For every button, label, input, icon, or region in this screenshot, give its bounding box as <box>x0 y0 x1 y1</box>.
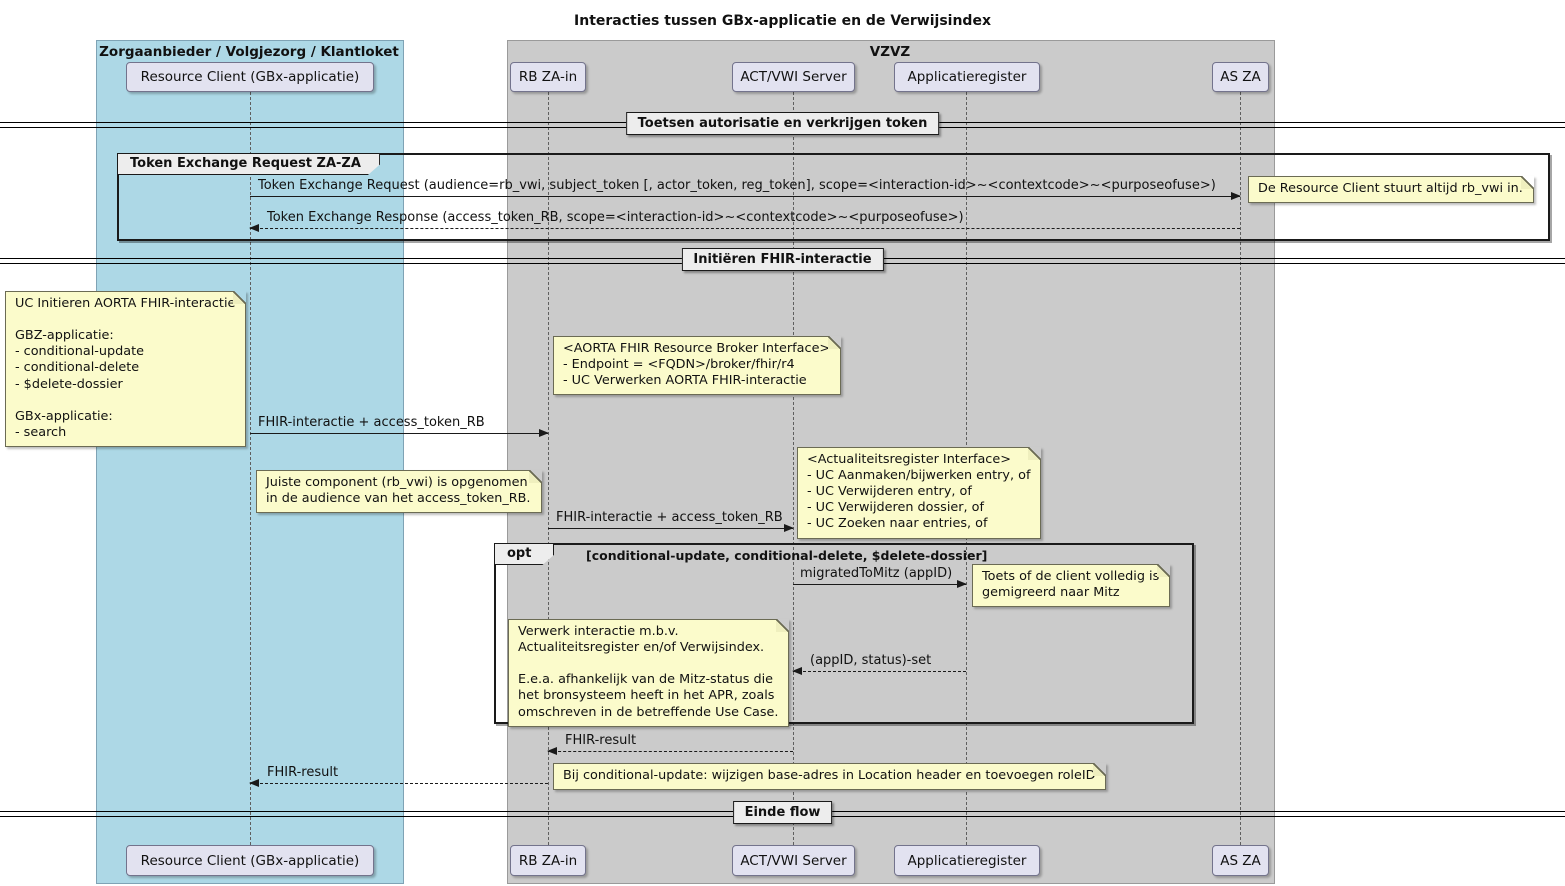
message-fhir-result-2: FHIR-result <box>267 765 339 780</box>
note-bij-conditional-update: Bij conditional-update: wijzigen base-ad… <box>553 763 1107 791</box>
divider-initieren-fhir-interactie: Initiëren FHIR-interactie <box>681 248 884 271</box>
frame-token-exchange: Token Exchange Request ZA-ZA <box>117 153 1550 241</box>
arrow-appid-status-set <box>792 666 966 675</box>
note-juiste-component: Juiste component (rb_vwi) is opgenomen i… <box>256 470 542 514</box>
participant-applicatieregister-top: Applicatieregister <box>894 62 1040 92</box>
arrow-fhir-interactie-1 <box>250 428 549 437</box>
arrow-fhir-interactie-2 <box>548 523 794 532</box>
participant-applicatieregister-bottom: Applicatieregister <box>894 845 1040 876</box>
frame-opt-guard: [conditional-update, conditional-delete,… <box>586 548 988 563</box>
message-fhir-result-1: FHIR-result <box>565 733 637 748</box>
message-token-exchange-response: Token Exchange Response (access_token_RB… <box>267 210 964 225</box>
participant-as-za-top: AS ZA <box>1212 62 1269 92</box>
arrow-token-exchange-request <box>250 191 1241 200</box>
note-resource-client-rb-vwi: De Resource Client stuurt altijd rb_vwi … <box>1248 176 1534 204</box>
note-actualiteitsregister-interface: <Actualiteitsregister Interface> - UC Aa… <box>797 447 1042 539</box>
lifeline-rb-za-in <box>548 92 549 845</box>
arrow-token-exchange-response <box>249 223 1240 232</box>
participant-act-vwi-server-top: ACT/VWI Server <box>732 62 855 92</box>
group-label-vzvz: VZVZ <box>869 44 911 60</box>
message-fhir-interactie-1: FHIR-interactie + access_token_RB <box>258 415 485 430</box>
lifeline-as-za <box>1240 92 1241 845</box>
arrow-fhir-result-1 <box>547 746 793 755</box>
lifeline-resource-client <box>250 92 251 845</box>
divider-einde-flow: Einde flow <box>732 801 833 824</box>
note-toets-mitz: Toets of de client volledig is gemigreer… <box>972 564 1171 608</box>
frame-opt-label: opt <box>494 543 554 565</box>
message-migrated-to-mitz: migratedToMitz (appID) <box>800 566 953 581</box>
message-fhir-interactie-2: FHIR-interactie + access_token_RB <box>556 510 783 525</box>
frame-token-exchange-label: Token Exchange Request ZA-ZA <box>117 153 380 175</box>
participant-rb-za-in-bottom: RB ZA-in <box>510 845 586 876</box>
participant-resource-client-bottom: Resource Client (GBx-applicatie) <box>126 845 374 876</box>
message-token-exchange-request: Token Exchange Request (audience=rb_vwi,… <box>258 178 1216 193</box>
group-label-zorgaanbieder: Zorgaanbieder / Volgjezorg / Klantloket <box>99 44 399 60</box>
participant-as-za-bottom: AS ZA <box>1212 845 1269 876</box>
arrow-migrated-to-mitz <box>793 579 967 588</box>
lifeline-act-vwi-server <box>793 92 794 845</box>
note-uc-initieren: UC Initieren AORTA FHIR-interactie GBZ-a… <box>5 291 247 447</box>
note-verwerk-interactie: Verwerk interactie m.b.v. Actualiteitsre… <box>508 619 790 727</box>
participant-act-vwi-server-bottom: ACT/VWI Server <box>732 845 855 876</box>
divider-toetsen-autorisatie: Toetsen autorisatie en verkrijgen token <box>625 112 940 135</box>
frame-opt: opt [conditional-update, conditional-del… <box>494 543 1194 724</box>
participant-resource-client-top: Resource Client (GBx-applicatie) <box>126 62 374 92</box>
message-appid-status-set: (appID, status)-set <box>810 653 932 668</box>
note-broker-interface: <AORTA FHIR Resource Broker Interface> -… <box>553 336 842 396</box>
participant-rb-za-in-top: RB ZA-in <box>510 62 586 92</box>
diagram-title: Interacties tussen GBx-applicatie en de … <box>574 13 991 29</box>
arrow-fhir-result-2 <box>249 778 548 787</box>
